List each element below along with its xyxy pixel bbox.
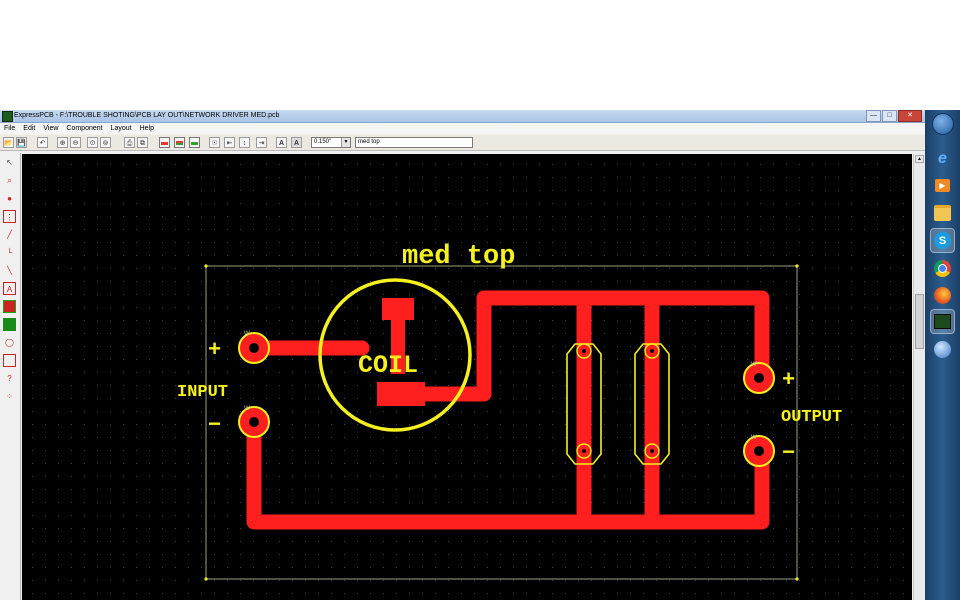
left-toolbox: ↖ ⌕ ● ⋮ ╱ └ ╲ A ◯ ? ⁘ [0, 153, 21, 600]
menu-file[interactable]: File [4, 125, 16, 132]
pad-mark: W [244, 406, 250, 412]
input-minus-label: − [208, 413, 221, 438]
zoom-area-icon[interactable]: ⊙ [87, 137, 98, 148]
media-player-icon[interactable]: ▶ [930, 173, 955, 198]
capacitor-pad[interactable] [644, 443, 660, 459]
save-icon[interactable]: 💾 [16, 137, 27, 148]
output-label: OUTPUT [781, 408, 842, 427]
taskbar: e ▶ S [925, 110, 960, 600]
network-icon[interactable] [930, 337, 955, 362]
chrome-icon[interactable] [930, 256, 955, 281]
chevron-down-icon[interactable]: ▼ [341, 138, 350, 147]
pcb-canvas[interactable]: W W W W med top COIL INPUT OUTPUT + − + … [22, 154, 912, 600]
align-left-icon[interactable]: ⇤ [224, 137, 235, 148]
maximize-button[interactable]: □ [882, 110, 897, 122]
scroll-thumb[interactable] [915, 294, 924, 349]
layer-tool-icon[interactable] [3, 318, 16, 331]
pad-mark: W [244, 331, 250, 337]
input-minus-pad[interactable] [238, 406, 270, 438]
capacitor-2-outline [634, 343, 670, 465]
folder-icon[interactable] [930, 200, 955, 225]
pcb-layout[interactable]: W W W W med top COIL INPUT OUTPUT + − + … [22, 154, 912, 600]
menu-layout[interactable]: Layout [110, 125, 132, 132]
outline-corner-marker [795, 264, 799, 268]
output-plus-pad[interactable] [743, 362, 775, 394]
outline-corner-marker [795, 577, 799, 581]
component-icon[interactable]: ☉ [209, 137, 220, 148]
grid-tool-icon[interactable]: ⁘ [6, 392, 13, 401]
output-minus-pad[interactable] [743, 435, 775, 467]
input-label: INPUT [177, 383, 228, 402]
window-title: ExpressPCB - F:\TROUBLE SHOTING\PCB LAY … [14, 112, 280, 119]
corner-tool-icon[interactable]: └ [6, 248, 13, 257]
zoom-out-icon[interactable]: ⊖ [70, 137, 81, 148]
title-bar[interactable]: ExpressPCB - F:\TROUBLE SHOTING\PCB LAY … [0, 110, 925, 123]
fill-tool-icon[interactable] [3, 300, 16, 313]
text-tool-icon[interactable]: A [3, 282, 16, 295]
bottom-layer-swatch-icon[interactable] [189, 137, 200, 148]
windows-start-icon[interactable] [932, 113, 954, 135]
coil-outline [318, 278, 472, 432]
grid-size-value: 0.150" [314, 139, 332, 145]
menu-help[interactable]: Help [139, 125, 155, 132]
menu-bar: File Edit View Component Layout Help [0, 123, 925, 134]
vertical-scrollbar[interactable]: ▲ [913, 154, 925, 600]
capacitor-pad[interactable] [576, 343, 592, 359]
capacitor-pad[interactable] [576, 443, 592, 459]
zoom-in-icon[interactable]: ⊕ [57, 137, 68, 148]
grid-size-select[interactable]: 0.150" ▼ [311, 137, 351, 148]
toolbar: 📂 💾 ↶ ⊕ ⊖ ⊙ ⊚ ⎙ ⧉ ☉ ⇤ ↕ ⇥ A A 0.150" ▼ me… [0, 135, 925, 151]
outline-corner-marker [204, 264, 208, 268]
diagonal-tool-icon[interactable]: ╲ [7, 266, 12, 275]
component-tool-icon[interactable]: ⋮ [3, 210, 16, 223]
scroll-up-icon[interactable]: ▲ [915, 155, 924, 163]
coil-stem [391, 314, 405, 374]
pcb-title-label: med top [402, 242, 515, 272]
coil-pad-top [382, 298, 414, 320]
trace-tool-icon[interactable]: ╱ [7, 230, 12, 239]
expresspcb-icon[interactable] [930, 309, 955, 334]
capacitor-1-outline [566, 343, 602, 465]
output-plus-label: + [782, 368, 795, 393]
pad-tool-icon[interactable]: ● [7, 194, 12, 203]
menu-component[interactable]: Component [66, 125, 103, 132]
internet-explorer-icon[interactable]: e [938, 149, 947, 167]
menu-view[interactable]: View [43, 125, 59, 132]
align-right-icon[interactable]: ⇥ [256, 137, 267, 148]
text-button-2[interactable]: A [291, 137, 302, 148]
print-icon[interactable]: ⎙ [124, 137, 135, 148]
zoom-fit-icon[interactable]: ⊚ [100, 137, 111, 148]
skype-icon[interactable]: S [930, 228, 955, 253]
coil-label: COIL [358, 351, 418, 380]
open-file-icon[interactable]: 📂 [3, 137, 14, 148]
input-plus-label: + [208, 338, 221, 363]
outline-corner-marker [204, 577, 208, 581]
menu-edit[interactable]: Edit [23, 125, 36, 132]
circle-tool-icon[interactable]: ◯ [5, 338, 14, 347]
application-window: ExpressPCB - F:\TROUBLE SHOTING\PCB LAY … [0, 110, 925, 600]
close-button[interactable]: ✕ [898, 110, 922, 122]
input-plus-pad[interactable] [238, 332, 270, 364]
coil-pad-bottom [377, 382, 425, 406]
text-entry-field[interactable]: med top [355, 137, 473, 148]
rectangle-tool-icon[interactable] [3, 354, 16, 367]
copy-icon[interactable]: ⧉ [137, 137, 148, 148]
both-layers-swatch-icon[interactable] [174, 137, 185, 148]
help-tool-icon[interactable]: ? [7, 374, 12, 383]
pad-mark: W [751, 435, 757, 441]
text-button-1[interactable]: A [276, 137, 287, 148]
undo-icon[interactable]: ↶ [37, 137, 48, 148]
capacitor-pad[interactable] [644, 343, 660, 359]
board-outline [205, 265, 798, 580]
align-vertical-icon[interactable]: ↕ [239, 137, 250, 148]
firefox-icon[interactable] [930, 283, 955, 308]
pad-mark: W [751, 362, 757, 368]
minimize-button[interactable]: — [866, 110, 881, 122]
ground-trace [246, 414, 770, 530]
zoom-tool-icon[interactable]: ⌕ [7, 176, 12, 185]
output-minus-label: − [782, 441, 795, 466]
top-layer-swatch-icon[interactable] [159, 137, 170, 148]
expresspcb-app-icon [2, 111, 13, 122]
pointer-tool-icon[interactable]: ↖ [6, 158, 13, 167]
